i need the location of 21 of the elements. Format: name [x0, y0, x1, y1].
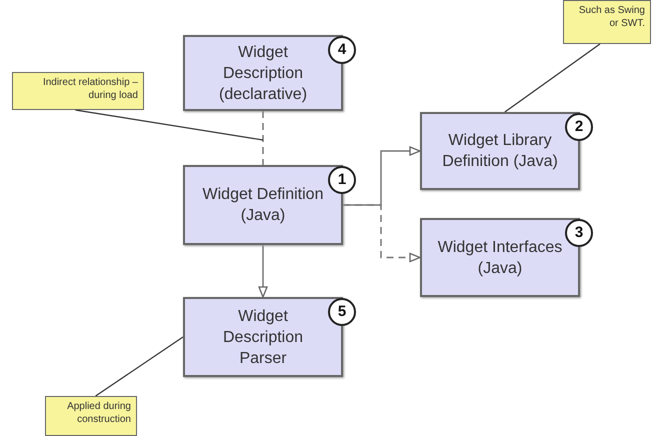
- box-label: Widget Description Parser: [222, 306, 304, 368]
- note-text: Indirect relationship – during load: [42, 76, 138, 102]
- note-text: Such as Swing or SWT.: [578, 4, 645, 30]
- leader-line: [75, 109, 264, 141]
- note-callout: [12, 72, 144, 110]
- connector-arrow: [343, 204, 421, 262]
- callout-number: 5: [328, 298, 356, 326]
- callout-number: 2: [565, 113, 593, 141]
- connector-arrow: [258, 245, 268, 298]
- box-label: Widget Library Definition (Java): [441, 131, 559, 172]
- box-label: Widget Definition (Java): [202, 185, 324, 226]
- callout-number: 4: [328, 36, 356, 64]
- leader-line: [504, 44, 600, 112]
- callout-number: 1: [328, 166, 356, 194]
- leader-line: [95, 336, 184, 396]
- note-callout: [45, 396, 137, 436]
- callout-number: 3: [565, 219, 593, 247]
- note-text: Applied during construction: [66, 400, 131, 426]
- note-callout: [563, 0, 651, 44]
- box-label: Widget Description (declarative): [218, 42, 308, 104]
- box-label: Widget Interfaces (Java): [436, 238, 564, 278]
